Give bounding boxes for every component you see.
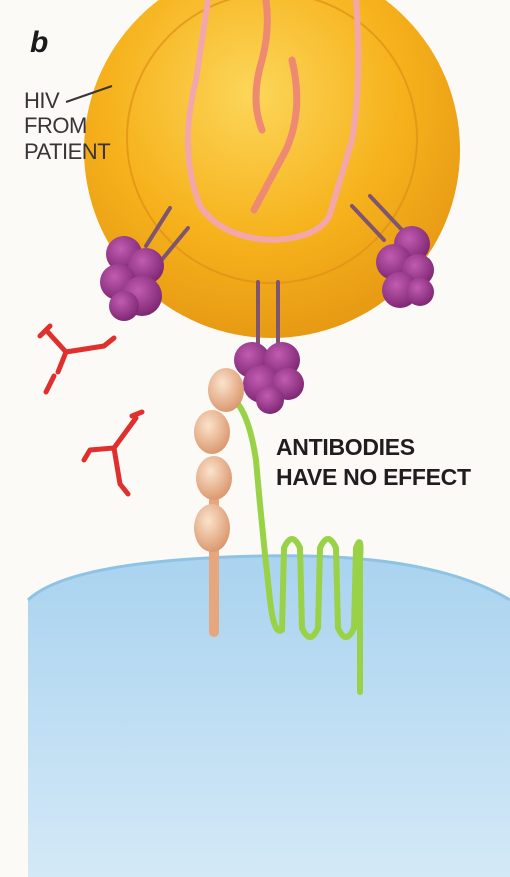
antibody-lower	[84, 412, 142, 494]
virus-label-line-1: HIV	[24, 88, 110, 113]
panel-letter: b	[30, 26, 48, 61]
gp120-bound	[234, 342, 304, 414]
antibody-effect-label: ANTIBODIES HAVE NO EFFECT	[276, 434, 471, 495]
virus-label-line-3: PATIENT	[24, 139, 110, 164]
antibody-upper	[40, 326, 114, 392]
virus-label-line-2: FROM	[24, 113, 110, 138]
effect-label-line-1: ANTIBODIES	[276, 434, 471, 460]
virus-label: HIV FROM PATIENT	[24, 88, 110, 164]
effect-label-line-2: HAVE NO EFFECT	[276, 464, 471, 490]
